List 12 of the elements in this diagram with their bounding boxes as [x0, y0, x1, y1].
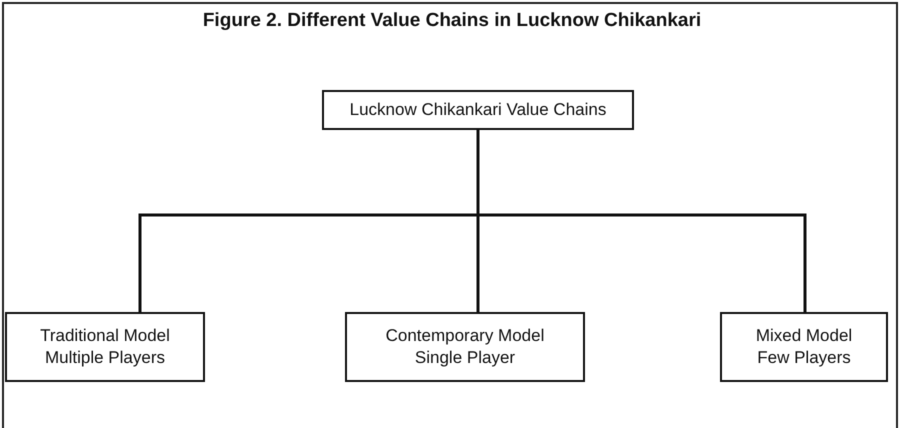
node-text: Lucknow Chikankari Value Chains: [350, 98, 606, 121]
node-box: [5, 312, 205, 382]
node-box: [720, 312, 888, 382]
node-text: Traditional Model: [40, 324, 170, 347]
node-text: Single Player: [414, 347, 516, 369]
node-box: [322, 90, 634, 130]
node-text: Multiple Players: [45, 347, 165, 369]
node-text: Contemporary Model: [386, 324, 544, 347]
node-text: Mixed Model: [756, 324, 852, 347]
figure-title: Figure 2. Different Value Chains in Lucknow Chikankari: [202, 10, 702, 32]
node-text: Few Players: [757, 347, 851, 369]
node-box: [345, 312, 585, 382]
